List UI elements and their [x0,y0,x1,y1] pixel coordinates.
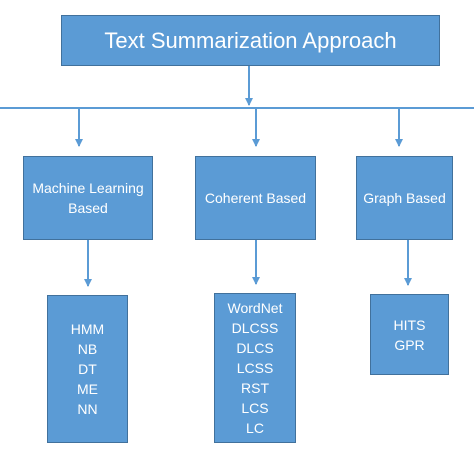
category-node-graph: Graph Based [356,156,453,240]
method-item: WordNet [227,300,283,316]
root-label: Text Summarization Approach [104,27,397,53]
category-node-machine-learning: Machine Learning Based [23,156,153,240]
method-list-graph: HITS GPR [370,294,449,375]
method-item: GPR [394,336,425,353]
method-item: NN [77,401,98,417]
method-item: ME [77,381,98,397]
root-node: Text Summarization Approach [61,15,440,66]
method-item: RST [241,380,269,396]
method-item: HMM [70,321,105,337]
category-label-graph: Graph Based [363,190,446,206]
method-item: DT [78,361,97,377]
method-item: LCS [241,400,269,416]
method-item: NB [77,341,98,357]
category-label-machine-learning: Machine Learning Based [32,180,144,216]
method-list-coherent: WordNet DLCSS DLCS LCSS RST LCS LC [214,293,296,443]
category-node-coherent: Coherent Based [195,156,316,240]
method-item: DLCSS [231,320,279,336]
category-label-coherent: Coherent Based [204,190,307,206]
method-item: LC [246,420,264,436]
method-item: LCSS [236,360,274,376]
method-list-machine-learning: HMM NB DT ME NN [47,295,128,443]
method-item: HITS [393,316,426,333]
method-item: DLCS [236,340,274,356]
